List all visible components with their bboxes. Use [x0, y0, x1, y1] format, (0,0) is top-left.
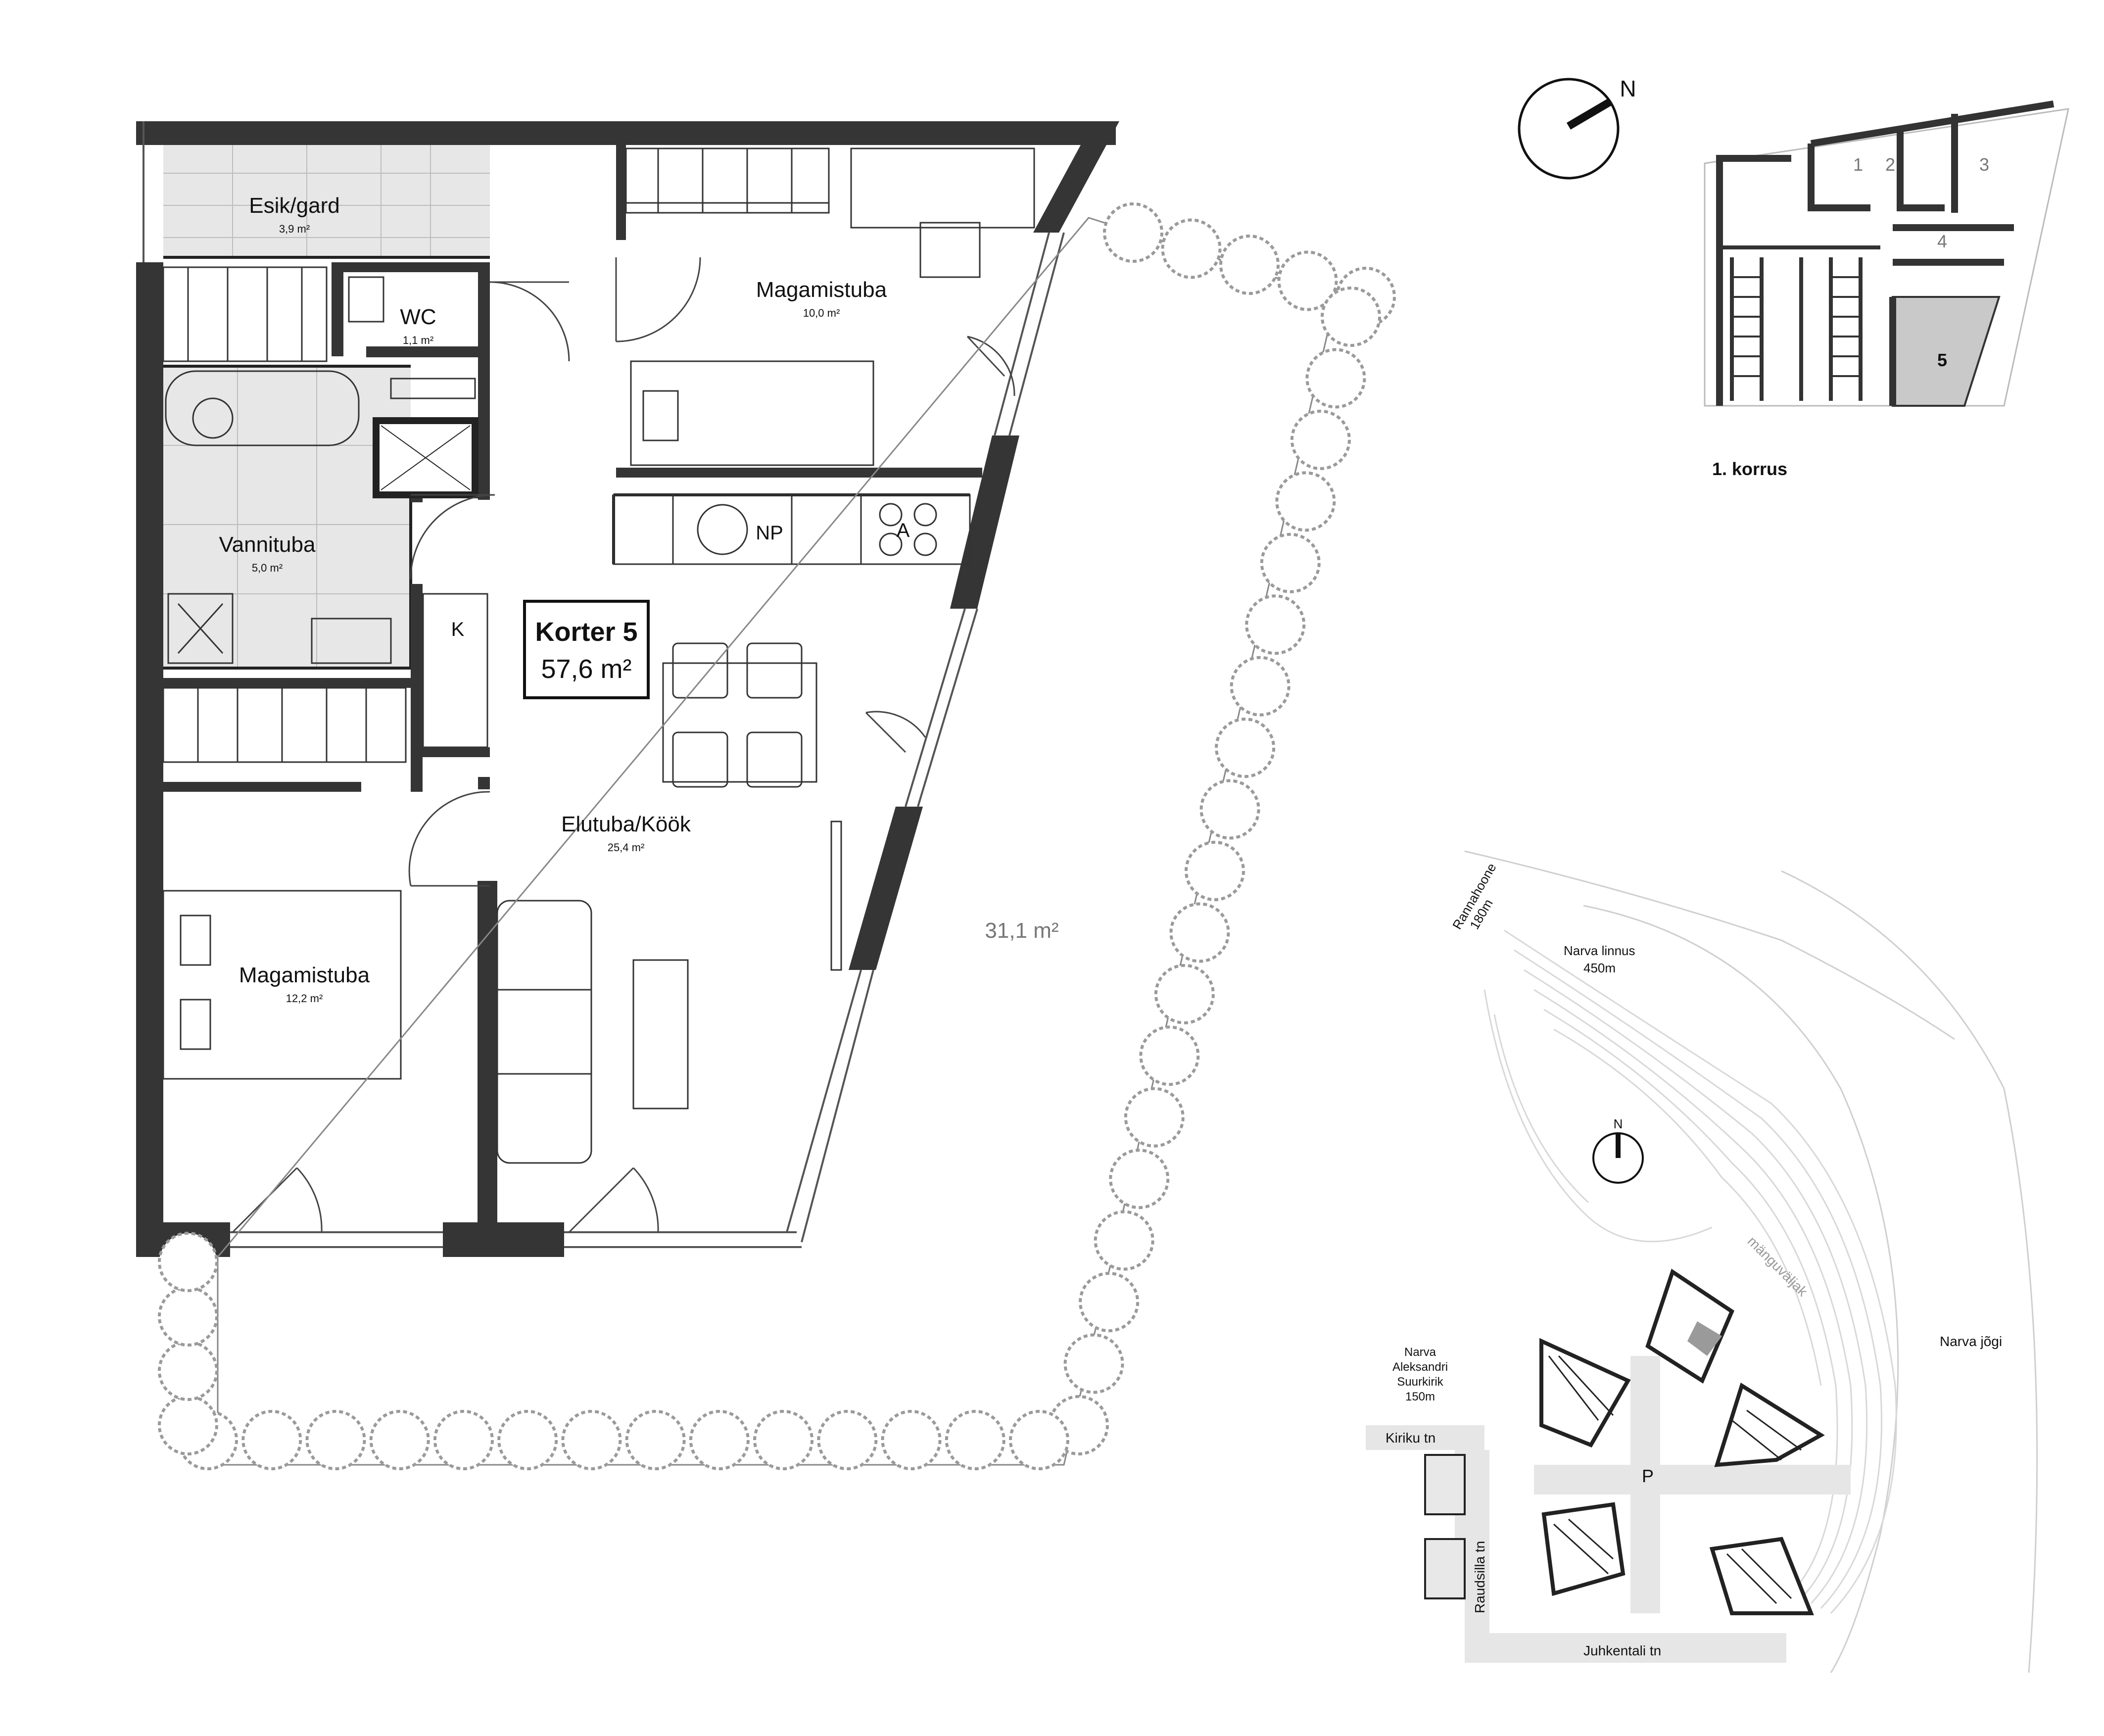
tree-icon [1277, 250, 1338, 311]
apartment-title: Korter 5 [535, 617, 637, 647]
room-labels: Esik/gard 3,9 m² WC 1,1 m² Magamistuba 1… [219, 193, 1059, 1005]
tree-icon [433, 1410, 494, 1470]
tree-icon [158, 1232, 218, 1292]
site-plan: P N Rannahoone 180m Narva li [1366, 850, 2038, 1673]
label-narva-jogi: Narva jõgi [1940, 1334, 2002, 1349]
terrace-area: 31,1 m² [985, 918, 1058, 943]
tree-icon [1154, 964, 1215, 1024]
tree-icon [753, 1410, 814, 1470]
tree-icon [158, 1341, 218, 1401]
key-unit-4: 4 [1937, 231, 1947, 251]
apartment-floor-plan [136, 121, 1337, 1466]
tree-icon [1321, 287, 1381, 347]
apartment-area: 57,6 m² [541, 654, 631, 684]
tree-icon [1161, 218, 1222, 279]
tree-icon [158, 1395, 218, 1455]
room-area-bedroom-2: 12,2 m² [286, 992, 323, 1005]
room-area-wc: 1,1 m² [403, 334, 433, 346]
tree-icon [1185, 841, 1245, 901]
fixture-a-label: A [897, 520, 910, 541]
room-name-entrance: Esik/gard [249, 193, 339, 218]
tree-icon [1215, 718, 1276, 778]
label-church-2: Aleksandri [1392, 1360, 1448, 1374]
room-name-bathroom: Vannituba [219, 532, 316, 557]
compass-top-label: N [1620, 76, 1636, 101]
label-manguvaljak: mänguväljak [1745, 1233, 1811, 1300]
tree-icon [158, 1286, 218, 1347]
tree-icon [1009, 1410, 1069, 1470]
room-area-entrance: 3,9 m² [279, 223, 310, 235]
tree-icon [945, 1410, 1005, 1470]
tree-icon [1124, 1087, 1185, 1148]
tree-icon [1063, 1333, 1124, 1394]
tree-icon [1103, 202, 1163, 263]
tree-icon [1199, 779, 1260, 840]
label-narva-linnus-dist: 450m [1583, 961, 1616, 975]
room-area-bathroom: 5,0 m² [252, 562, 283, 574]
tree-icon [305, 1410, 366, 1470]
tree-icon [369, 1410, 430, 1470]
tree-icon [1079, 1272, 1140, 1333]
label-church-1: Narva [1404, 1346, 1436, 1359]
terrace-hedge [158, 202, 1396, 1470]
tree-icon [1219, 235, 1280, 295]
tree-icon [1275, 471, 1336, 532]
key-unit-3: 3 [1979, 154, 1989, 175]
tree-icon [1230, 656, 1291, 717]
tree-icon [1245, 594, 1306, 655]
tree-icon [1169, 902, 1230, 963]
label-kiriku: Kiriku tn [1386, 1430, 1435, 1446]
room-name-wc: WC [400, 305, 436, 329]
room-area-living-kitchen: 25,4 m² [608, 841, 645, 854]
compass-site-label: N [1614, 1116, 1623, 1131]
tree-icon [561, 1410, 622, 1470]
tree-icon [881, 1410, 942, 1470]
label-church-dist: 150m [1405, 1390, 1435, 1403]
tree-icon [241, 1410, 302, 1470]
fixture-k-label: K [451, 619, 465, 640]
room-name-bedroom-2: Magamistuba [239, 963, 370, 987]
tree-icon [1139, 1025, 1200, 1086]
tree-icon [1260, 532, 1321, 593]
north-arrow-icon [1566, 98, 1613, 130]
fixture-np-label: NP [756, 522, 783, 544]
floor-label: 1. korrus [1712, 459, 1787, 479]
label-narva-linnus: Narva linnus [1564, 943, 1635, 958]
compass-top-ring [1518, 78, 1620, 180]
tree-icon [1094, 1210, 1154, 1271]
floor-key-plan: 1 2 3 4 5 1. korrus [1704, 100, 2069, 479]
room-area-bedroom-1: 10,0 m² [803, 307, 840, 319]
apartment-label-box [523, 600, 650, 699]
compass-top: N [1518, 76, 1636, 180]
parking-label: P [1642, 1466, 1654, 1486]
label-raudsilla: Raudsilla tn [1472, 1541, 1487, 1613]
label-juhkentali: Juhkentali tn [1583, 1643, 1661, 1658]
label-church-3: Suurkirik [1397, 1375, 1443, 1389]
key-unit-1: 1 [1853, 154, 1863, 175]
key-unit-2: 2 [1885, 154, 1895, 175]
tree-icon [1305, 348, 1366, 409]
tree-icon [1290, 409, 1351, 470]
room-name-living-kitchen: Elutuba/Köök [561, 812, 691, 836]
tree-icon [689, 1410, 750, 1470]
tree-icon [625, 1410, 686, 1470]
key-unit-5: 5 [1937, 350, 1947, 370]
room-name-bedroom-1: Magamistuba [756, 278, 887, 302]
tree-icon [1109, 1149, 1170, 1209]
tree-icon [817, 1410, 878, 1470]
tree-icon [497, 1410, 558, 1470]
